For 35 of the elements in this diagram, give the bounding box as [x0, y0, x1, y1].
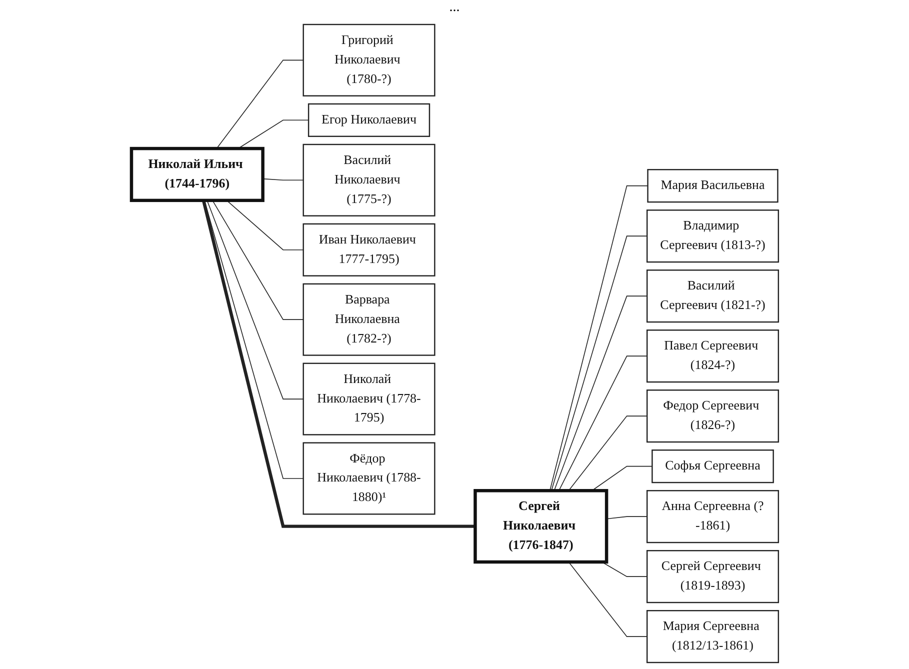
node-box: Владимир Сергеевич (1813-?) — [646, 210, 779, 263]
node-box: Егор Николаевич — [308, 103, 430, 137]
connector — [549, 185, 648, 492]
connector — [601, 562, 648, 577]
connector — [568, 562, 648, 637]
node-box: Сергей Сергеевич (1819-1893) — [646, 550, 779, 604]
node-box: Варвара Николаевна (1782-?) — [302, 283, 435, 356]
node-box: Мария Сергеевна (1812/13-1861) — [646, 610, 779, 664]
connector — [591, 466, 652, 492]
node-box: Василий Сергеевич (1821-?) — [646, 270, 779, 323]
node-box: Сергей Николаевич (1776-1847) — [473, 489, 608, 564]
connector — [201, 200, 475, 528]
connector — [204, 200, 304, 479]
node-box: Иван Николаевич 1777-1795) — [302, 223, 435, 276]
connector — [558, 356, 648, 492]
node-box: Павел Сергеевич (1824-?) — [646, 330, 779, 383]
connector — [206, 200, 304, 400]
node-box: Николай Ильич (1744-1796) — [129, 146, 264, 202]
connector — [262, 178, 304, 181]
node-box: Фёдор Николаевич (1788-1880)¹ — [302, 442, 435, 515]
connector — [212, 200, 304, 320]
node-box: Григорий Николаевич (1780-?) — [302, 24, 435, 96]
node-box: Федор Сергеевич (1826-?) — [646, 390, 779, 443]
node-box: Анна Сергеевна (?-1861) — [646, 490, 779, 544]
connector — [553, 296, 648, 492]
node-box: Василий Николаевич (1775-?) — [302, 144, 435, 216]
note-text: ... — [449, 0, 460, 15]
connector — [550, 236, 648, 492]
connector — [606, 516, 648, 520]
connector — [226, 200, 304, 250]
node-box: Николай Николаевич (1778-1795) — [302, 362, 435, 436]
node-box: Софья Сергеевна — [651, 450, 774, 484]
node-box: Мария Васильевна — [646, 169, 778, 203]
connector — [568, 416, 648, 492]
connector — [216, 60, 304, 149]
